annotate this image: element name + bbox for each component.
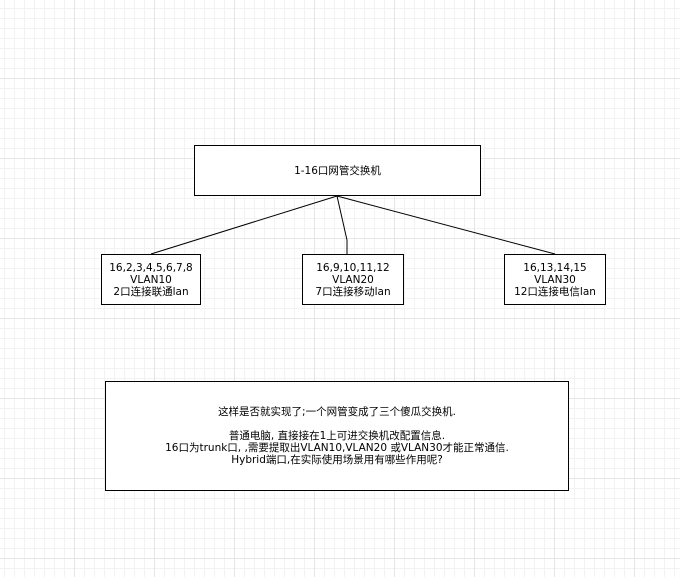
vlan30-name: VLAN30 bbox=[534, 273, 576, 286]
vlan20-uplink: 7口连接移动lan bbox=[315, 285, 391, 298]
vlan10-ports: 16,2,3,4,5,6,7,8 bbox=[109, 261, 193, 274]
edge-switch-to-vlan30 bbox=[336, 195, 556, 255]
note-line-2: 普通电脑, 直接接在1上可进交换机改配置信息. bbox=[228, 430, 446, 442]
note-node[interactable]: 这样是否就实现了;一个网管变成了三个傻瓜交换机. 普通电脑, 直接接在1上可进交… bbox=[105, 381, 569, 491]
vlan20-name: VLAN20 bbox=[332, 273, 374, 286]
note-line-3: 16口为trunk口, ,需要提取出VLAN10,VLAN20 或VLAN30才… bbox=[165, 442, 509, 454]
vlan10-uplink: 2口连接联通lan bbox=[113, 285, 189, 298]
vlan10-name: VLAN10 bbox=[130, 273, 172, 286]
vlan10-node[interactable]: 16,2,3,4,5,6,7,8 VLAN10 2口连接联通lan bbox=[101, 254, 201, 305]
vlan20-node[interactable]: 16,9,10,11,12 VLAN20 7口连接移动lan bbox=[302, 254, 404, 305]
note-line-4: Hybrid端口,在实际使用场景用有哪些作用呢? bbox=[231, 454, 443, 466]
edge-switch-to-vlan20 bbox=[336, 195, 348, 254]
switch-label: 1-16口网管交换机 bbox=[294, 164, 381, 177]
vlan30-node[interactable]: 16,13,14,15 VLAN30 12口连接电信lan bbox=[504, 254, 606, 305]
switch-node[interactable]: 1-16口网管交换机 bbox=[194, 145, 481, 196]
edge-switch-to-vlan10 bbox=[150, 195, 338, 255]
vlan30-uplink: 12口连接电信lan bbox=[514, 285, 596, 298]
note-line-1: 这样是否就实现了;一个网管变成了三个傻瓜交换机. bbox=[218, 406, 456, 418]
vlan30-ports: 16,13,14,15 bbox=[523, 261, 587, 274]
vlan20-ports: 16,9,10,11,12 bbox=[316, 261, 390, 274]
